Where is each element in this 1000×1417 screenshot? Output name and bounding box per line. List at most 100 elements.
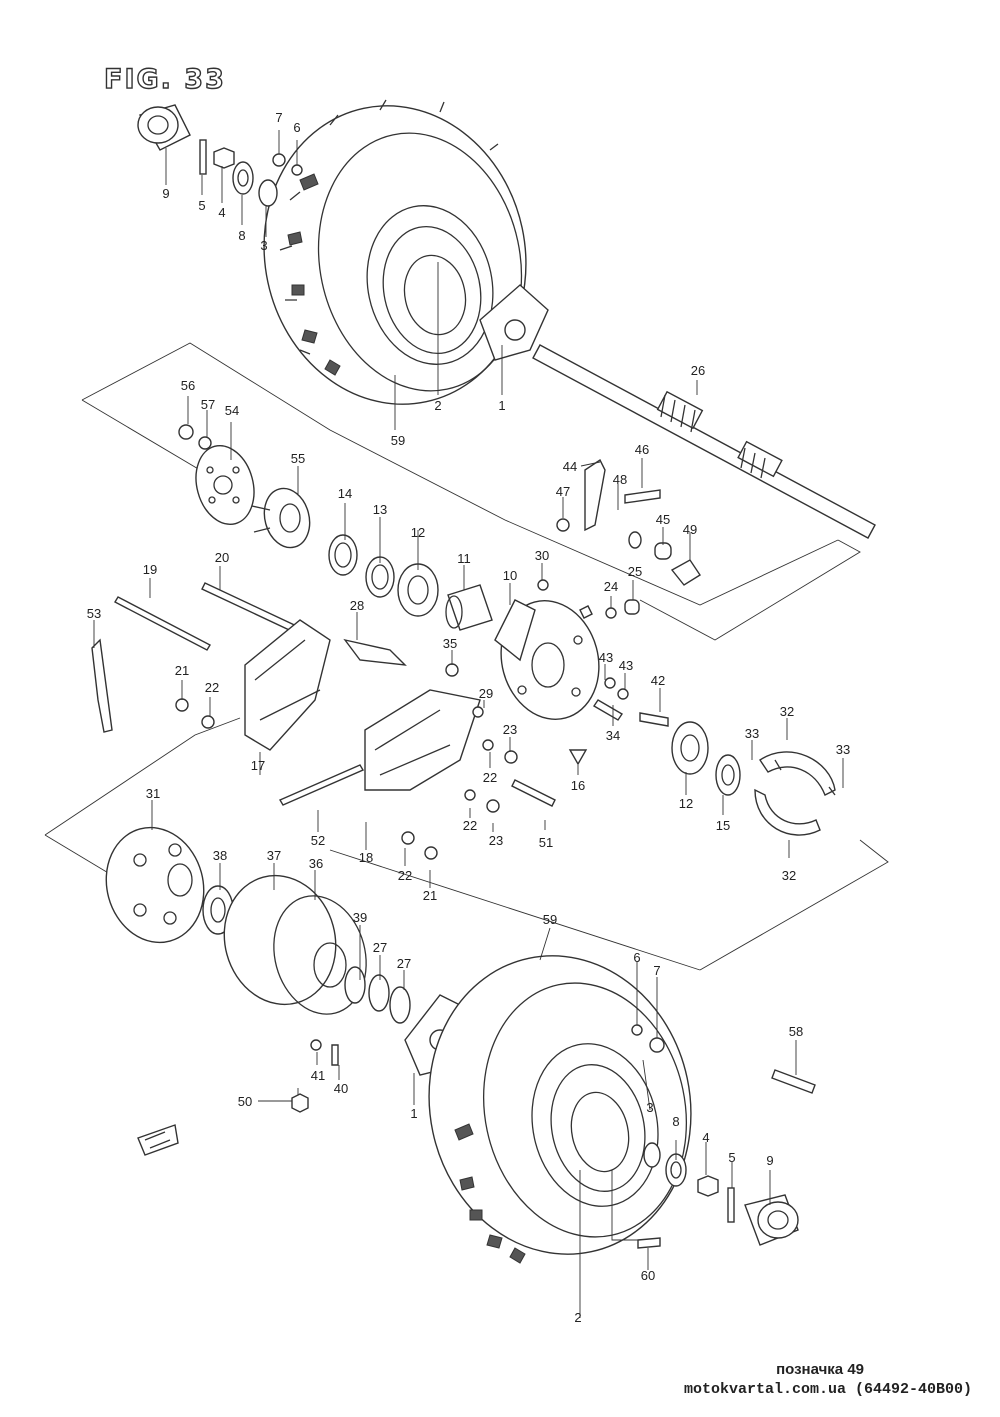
callout-7-lower: 7	[653, 963, 660, 978]
callout-21-lower: 21	[423, 888, 437, 903]
callout-14: 14	[338, 486, 352, 501]
callout-22-bottom: 22	[398, 868, 412, 883]
callout-36: 36	[309, 856, 323, 871]
figure-title: FIG. 33	[103, 63, 226, 95]
callout-33-right: 33	[836, 742, 850, 757]
callout-43-right: 43	[619, 658, 633, 673]
callout-2-upper: 2	[434, 398, 441, 413]
callout-28: 28	[350, 598, 364, 613]
footer-caption: позначка 49	[776, 1361, 864, 1378]
callout-53: 53	[87, 606, 101, 621]
callout-32-upper: 32	[780, 704, 794, 719]
callout-59-lower: 59	[543, 912, 557, 927]
callout-23-upper: 23	[503, 722, 517, 737]
callout-9-upper: 9	[162, 186, 169, 201]
callout-48: 48	[613, 472, 627, 487]
callout-1-upper: 1	[498, 398, 505, 413]
callout-31: 31	[146, 786, 160, 801]
callout-24: 24	[604, 579, 618, 594]
callout-25: 25	[628, 564, 642, 579]
rear-axle-shaft	[532, 344, 876, 539]
callout-2-lower: 2	[574, 1310, 581, 1325]
callout-5-lower: 5	[728, 1150, 735, 1165]
assembly-frame-upper	[81, 342, 861, 641]
callout-22-mid: 22	[483, 770, 497, 785]
callout-3-upper: 3	[260, 238, 267, 253]
callout-58: 58	[789, 1024, 803, 1039]
callout-45: 45	[656, 512, 670, 527]
callout-47: 47	[556, 484, 570, 499]
callout-33-left: 33	[745, 726, 759, 741]
callout-22-left: 22	[205, 680, 219, 695]
callout-50: 50	[238, 1094, 252, 1109]
callout-8-upper: 8	[238, 228, 245, 243]
callout-27-right: 27	[397, 956, 411, 971]
callout-60: 60	[641, 1268, 655, 1283]
callout-16: 16	[571, 778, 585, 793]
callout-42: 42	[651, 673, 665, 688]
callout-32-lower: 32	[782, 868, 796, 883]
callout-52: 52	[311, 833, 325, 848]
callout-13: 13	[373, 502, 387, 517]
long-bolts	[91, 582, 306, 733]
callout-5-upper: 5	[198, 198, 205, 213]
callout-29: 29	[479, 686, 493, 701]
callout-23-lower: 23	[489, 833, 503, 848]
callout-38: 38	[213, 848, 227, 863]
brake-drum-group	[105, 826, 411, 1024]
callout-18: 18	[359, 850, 373, 865]
assembly-frame-lower	[44, 717, 889, 971]
callout-6-lower: 6	[633, 950, 640, 965]
callout-22-lower: 22	[463, 818, 477, 833]
callout-51: 51	[539, 835, 553, 850]
callout-35: 35	[443, 636, 457, 651]
brake-shoe-group	[671, 721, 836, 836]
upper-wheel-tire	[263, 99, 527, 405]
callout-19: 19	[143, 562, 157, 577]
bearing-stack	[328, 534, 493, 631]
callout-7-upper: 7	[275, 110, 282, 125]
callout-57: 57	[201, 397, 215, 412]
upper-wheel-hardware	[137, 104, 303, 207]
callout-20: 20	[215, 550, 229, 565]
callout-37: 37	[267, 848, 281, 863]
callout-26: 26	[691, 363, 705, 378]
callout-43-left: 43	[599, 650, 613, 665]
callout-3-lower: 3	[646, 1100, 653, 1115]
callout-27-left: 27	[373, 940, 387, 955]
callout-17: 17	[251, 758, 265, 773]
brake-panel	[494, 579, 629, 720]
swingarm-brackets	[175, 619, 518, 860]
rods	[278, 764, 556, 807]
footer-source: motokvartal.com.ua (64492-40B00)	[683, 1381, 972, 1398]
callout-21-upper: 21	[175, 663, 189, 678]
callout-41: 41	[311, 1068, 325, 1083]
callout-4-lower: 4	[702, 1130, 709, 1145]
brake-small-parts	[568, 599, 669, 766]
callout-9-lower: 9	[766, 1153, 773, 1168]
lower-wheel-hardware	[291, 1024, 816, 1249]
callout-15: 15	[716, 818, 730, 833]
callout-1-lower: 1	[410, 1106, 417, 1121]
upper-hub-bracket	[479, 284, 549, 361]
callout-labels: 9 5 4 8 3 7 6 2 1 59 26 56 57 54 55 14 1…	[87, 110, 850, 1325]
callout-6-upper: 6	[293, 120, 300, 135]
callout-46: 46	[635, 442, 649, 457]
callout-34: 34	[606, 728, 620, 743]
callout-55: 55	[291, 451, 305, 466]
callout-54: 54	[225, 403, 239, 418]
callout-49: 49	[683, 522, 697, 537]
callout-10: 10	[503, 568, 517, 583]
direction-arrow-icon	[137, 1124, 179, 1156]
callout-59-upper: 59	[391, 433, 405, 448]
callout-4-upper: 4	[218, 205, 225, 220]
callout-11: 11	[457, 551, 471, 566]
callout-30: 30	[535, 548, 549, 563]
callout-44: 44	[563, 459, 577, 474]
callout-8-lower: 8	[672, 1114, 679, 1129]
lower-wheel-tire	[428, 955, 692, 1264]
callout-40: 40	[334, 1081, 348, 1096]
callout-56: 56	[181, 378, 195, 393]
callout-39: 39	[353, 910, 367, 925]
